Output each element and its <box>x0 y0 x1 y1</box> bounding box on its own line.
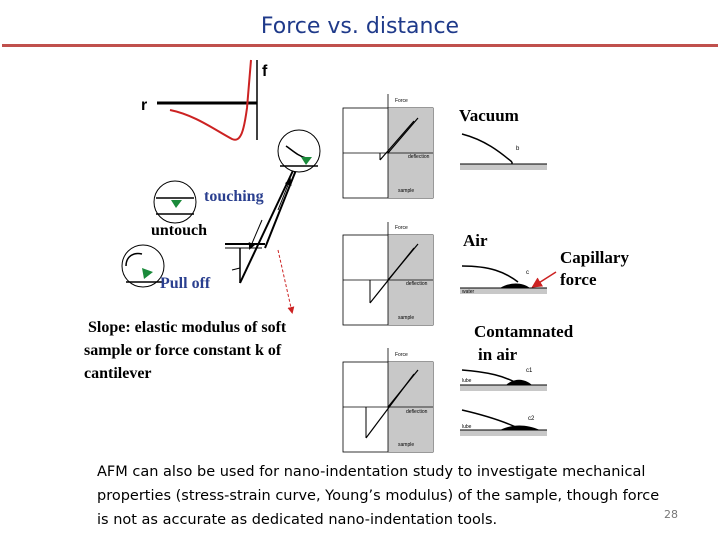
panel-vacuum: Force deflection sample Vacuum b <box>342 94 547 199</box>
panel-air-force: Force <box>395 225 408 231</box>
r-axis-label: r <box>141 97 147 114</box>
capillary-label-line1: Capillary <box>560 248 629 267</box>
slope-arrow-down <box>248 219 263 250</box>
potential-diagram: f r <box>141 59 268 141</box>
page-number: 28 <box>664 508 678 521</box>
panel-air: Force deflection sample Air c water Capi… <box>342 222 629 326</box>
panel-contam-force: Force <box>395 352 408 358</box>
air-label: Air <box>463 231 488 250</box>
pull-off-label: Pull off <box>160 275 211 292</box>
contam-label-line1: Contamnated <box>474 322 574 341</box>
untouch-label: untouch <box>151 222 207 239</box>
caption-text: AFM can also be used for nano-indentatio… <box>97 464 660 528</box>
panel-air-sample: sample <box>398 315 414 321</box>
panel-air-water: water <box>462 289 475 295</box>
tip-top-icon <box>277 129 321 173</box>
tip-pulloff-icon <box>121 244 165 288</box>
vacuum-label: Vacuum <box>459 106 519 125</box>
capillary-label-line2: force <box>560 270 597 289</box>
panel-contam-sample: sample <box>398 442 414 448</box>
panel-contaminated: Force deflection sample Contamnated in a… <box>342 322 574 453</box>
contam-label-line2: in air <box>478 345 518 364</box>
touching-label: touching <box>204 188 264 205</box>
panel-contam-deflection: deflection <box>406 409 428 415</box>
capillary-arrow <box>531 271 557 288</box>
potential-curve <box>169 59 252 141</box>
unloading-slope <box>239 159 299 284</box>
slope-label-line3: cantilever <box>84 365 152 382</box>
force-curve-diagram: touching untouch Pull off Slope: elastic… <box>84 129 321 382</box>
panel-air-c: c <box>526 270 529 276</box>
panel-vacuum-b: b <box>516 146 520 152</box>
panel-vacuum-force: Force <box>395 98 408 104</box>
panel-vacuum-sample: sample <box>398 188 414 194</box>
pull-off-arrow <box>231 267 241 271</box>
slope-label-line1: Slope: elastic modulus of soft <box>88 319 287 336</box>
tip-touching-icon <box>153 180 197 224</box>
f-axis-label: f <box>262 63 268 80</box>
panel-contam-lube1: lube <box>462 378 472 384</box>
panel-contam-c2: c2 <box>528 416 535 422</box>
panel-contam-c1: c1 <box>526 368 533 374</box>
panel-contam-lube2: lube <box>462 424 472 430</box>
panel-vacuum-deflection: deflection <box>408 154 430 160</box>
slope-label-line2: sample or force constant k of <box>84 342 282 359</box>
title-underline <box>2 44 718 47</box>
slope-pointer <box>277 249 295 314</box>
panel-air-deflection: deflection <box>406 281 428 287</box>
slope-arrow-up <box>277 178 292 211</box>
slide-title: Force vs. distance <box>260 14 460 39</box>
